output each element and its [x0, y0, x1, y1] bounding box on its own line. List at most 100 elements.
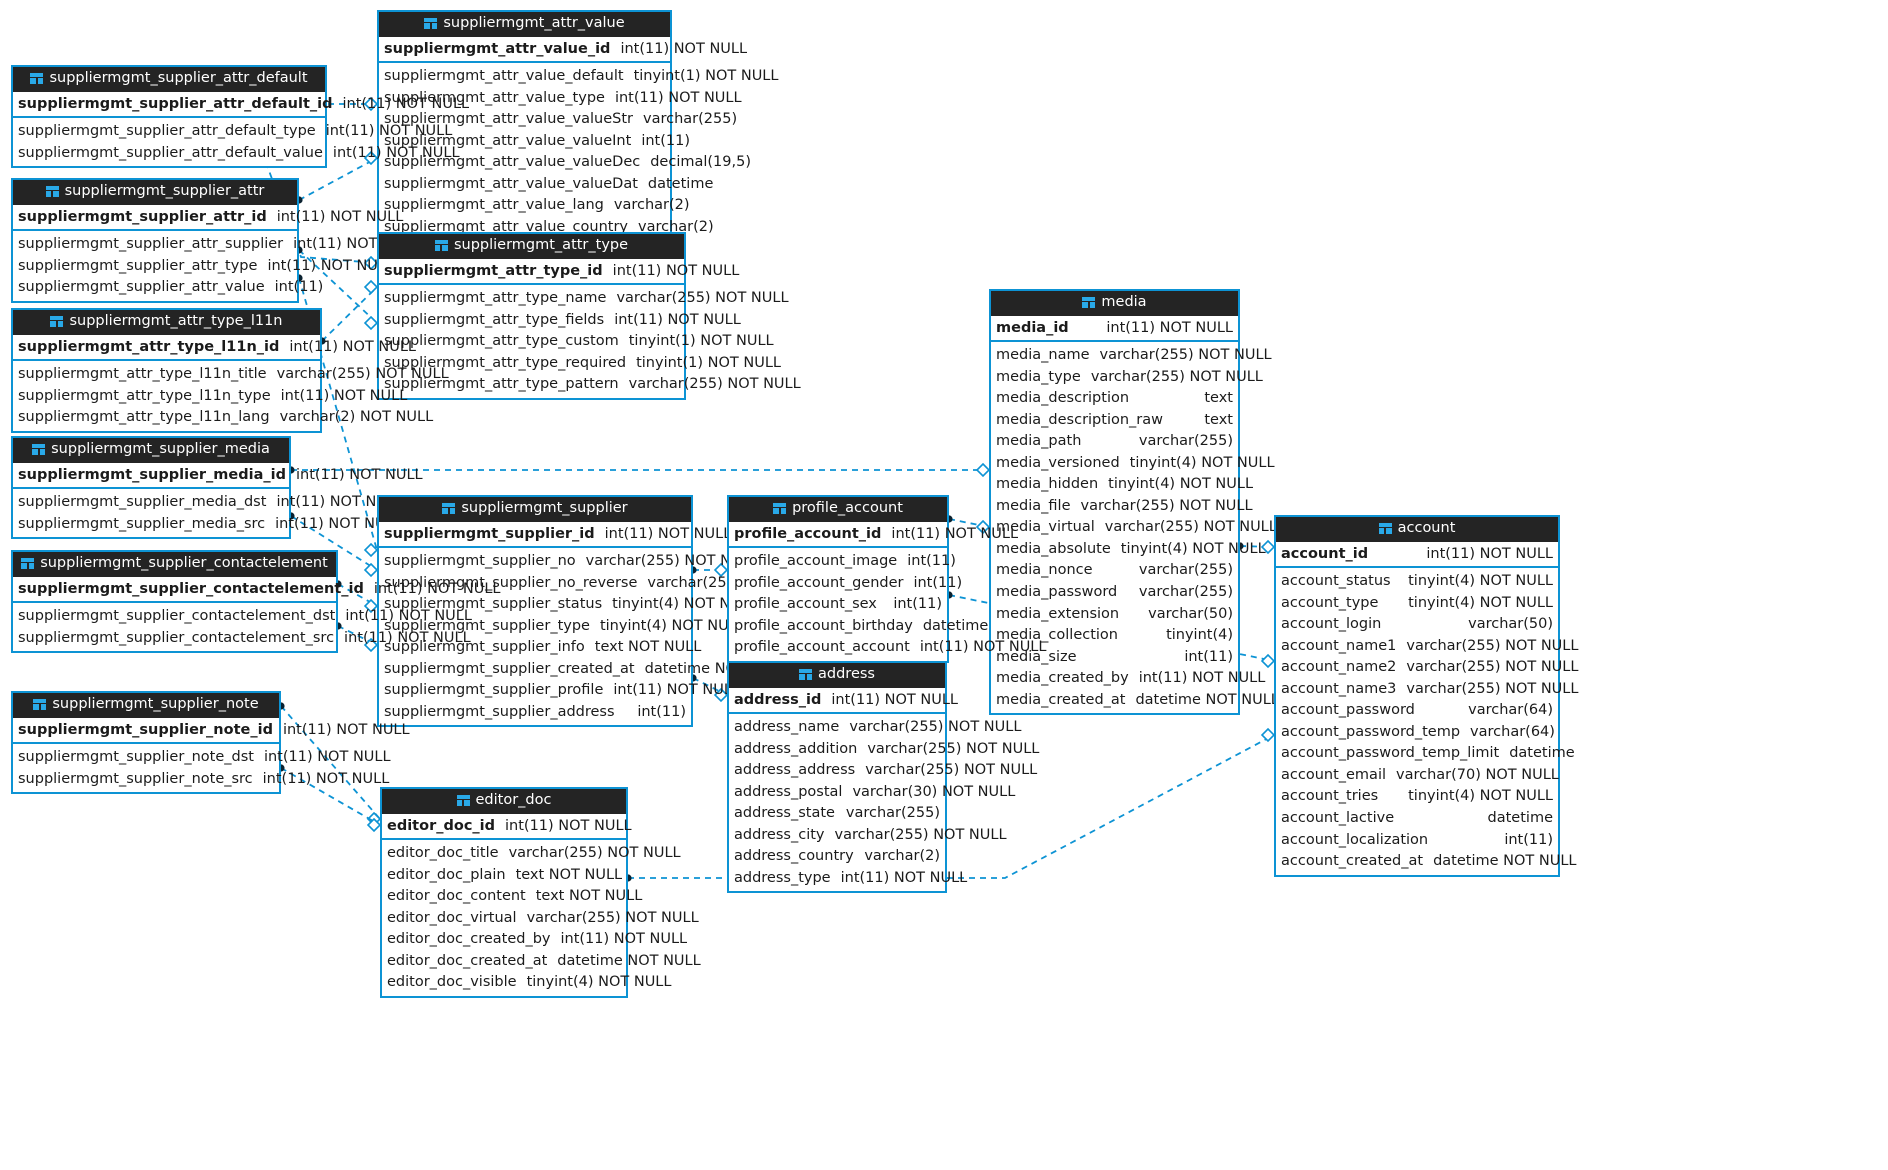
- field-type: int(11) NOT NULL: [505, 817, 632, 834]
- field-name: suppliermgmt_attr_value_valueStr: [384, 111, 634, 128]
- field-name: suppliermgmt_attr_value_valueDat: [384, 175, 638, 192]
- field-name: editor_doc_visible: [387, 974, 517, 991]
- field-name: address_id: [734, 691, 822, 708]
- field-name: suppliermgmt_attr_type_custom: [384, 333, 619, 350]
- field-name: suppliermgmt_attr_value_default: [384, 67, 624, 84]
- field-type: int(11) NOT NULL: [280, 387, 408, 404]
- field-type: int(11): [1184, 648, 1233, 665]
- field-type: int(11): [274, 279, 324, 296]
- field-type: tinyint(4): [1166, 627, 1233, 644]
- relationship-endpoint-diamond: [363, 542, 379, 558]
- field-type: tinyint(4) NOT NULL: [1108, 476, 1254, 493]
- field-name: account_id: [1281, 545, 1369, 562]
- field-name: suppliermgmt_attr_type_id: [384, 262, 603, 279]
- field-type: text: [1204, 411, 1233, 428]
- field-name: media_path: [996, 433, 1082, 450]
- field-type: varchar(255) NOT NULL: [834, 826, 1007, 843]
- field-type: varchar(50): [1148, 605, 1233, 622]
- field-type: varchar(255): [1138, 584, 1233, 600]
- field-type: text NOT NULL: [515, 866, 623, 883]
- field-name: suppliermgmt_supplier_contactelement_id: [18, 580, 364, 597]
- field-type: tinyint(4) NOT NULL: [1129, 454, 1275, 471]
- field-type: varchar(255) NOT NULL: [865, 762, 1038, 779]
- entity-header: suppliermgmt_supplier_attr: [13, 180, 297, 205]
- table-icon: [424, 18, 438, 30]
- relationship-endpoint-diamond: [363, 315, 379, 331]
- field-name: address_type: [734, 869, 831, 886]
- field-type: int(11) NOT NULL: [614, 311, 741, 328]
- entity-header: suppliermgmt_attr_value: [379, 12, 670, 37]
- field-type: int(11) NOT NULL: [282, 721, 410, 738]
- field-name: address_country: [734, 848, 854, 865]
- field-type: int(11): [913, 574, 963, 591]
- entity-header: media: [991, 291, 1238, 316]
- table-icon: [45, 186, 59, 198]
- field-type: int(11): [641, 132, 690, 149]
- field-type: int(11) NOT NULL: [325, 122, 453, 139]
- entity-header: suppliermgmt_supplier_attr_default: [13, 67, 325, 92]
- field-type: int(11) NOT NULL: [613, 682, 740, 699]
- entity-header: suppliermgmt_supplier: [379, 497, 691, 522]
- field-name: media_description: [996, 390, 1130, 407]
- field-type: int(11) NOT NULL: [620, 40, 748, 57]
- field-name: account_tries: [1281, 788, 1379, 805]
- field-type: varchar(255) NOT NULL: [1406, 680, 1579, 697]
- entity-table-suppliermgmt_attr_value[interactable]: suppliermgmt_attr_value suppliermgmt_attr…: [377, 10, 778, 243]
- field-name: media_extension: [996, 605, 1120, 622]
- field-type: int(11) NOT NULL: [560, 931, 688, 948]
- entity-title: editor_doc: [475, 792, 552, 808]
- field-name: media_name: [996, 346, 1090, 363]
- relationship-endpoint-diamond: [975, 462, 991, 478]
- field-type: varchar(255) NOT NULL: [628, 376, 801, 393]
- field-name: media_created_at: [996, 691, 1126, 708]
- field-type: varchar(255) NOT NULL: [1406, 637, 1579, 654]
- field-name: account_email: [1281, 766, 1387, 783]
- field-type: varchar(255): [845, 805, 940, 822]
